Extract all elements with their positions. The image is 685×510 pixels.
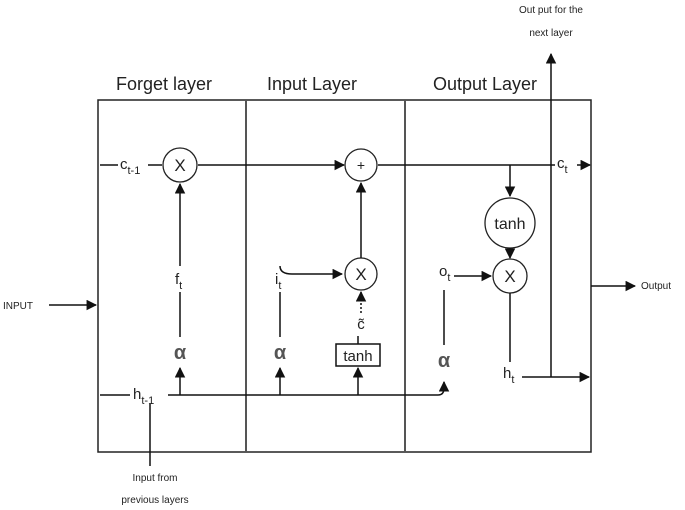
forget-sigmoid: α (174, 342, 187, 364)
i-to-multiply-arrow (279, 265, 344, 280)
output-label: Output (641, 281, 671, 292)
f-label: ft (175, 271, 182, 292)
top-output-note-line2: next layer (529, 28, 573, 39)
c-out-label-bg (555, 154, 577, 174)
input-layer-title: Input Layer (267, 74, 357, 94)
candidate-tanh-label: tanh (343, 348, 372, 365)
h-prev-label: ht-1 (133, 386, 154, 407)
output-tanh-label: tanh (494, 216, 525, 233)
h-prev-line (168, 380, 450, 396)
add-symbol: + (357, 157, 365, 173)
input-sigmoid: α (274, 342, 287, 364)
forget-layer-title: Forget layer (116, 74, 212, 94)
lstm-cell-frame (97, 99, 592, 453)
output-multiply-symbol: X (504, 267, 515, 286)
bottom-input-note-line1: Input from (132, 473, 177, 484)
forget-multiply-symbol: X (174, 156, 185, 175)
input-multiply-symbol: X (355, 265, 366, 284)
c-out-label: ct (557, 155, 568, 176)
forget-multiply-node (162, 147, 198, 183)
input-label: INPUT (3, 301, 33, 312)
bottom-input-note-line2: previous layers (121, 495, 188, 506)
o-label: ot (439, 263, 450, 284)
top-output-note-line1: Out put for the (519, 5, 583, 16)
output-sigmoid: α (438, 350, 451, 372)
c-tilde-label: c̃ (357, 316, 365, 333)
c-prev-label: ct-1 (120, 156, 140, 177)
output-layer-title: Output Layer (433, 74, 537, 94)
add-node (344, 148, 378, 182)
c-prev-label-bg (118, 154, 148, 174)
h-out-label: ht (503, 365, 514, 386)
i-label: it (275, 271, 281, 292)
